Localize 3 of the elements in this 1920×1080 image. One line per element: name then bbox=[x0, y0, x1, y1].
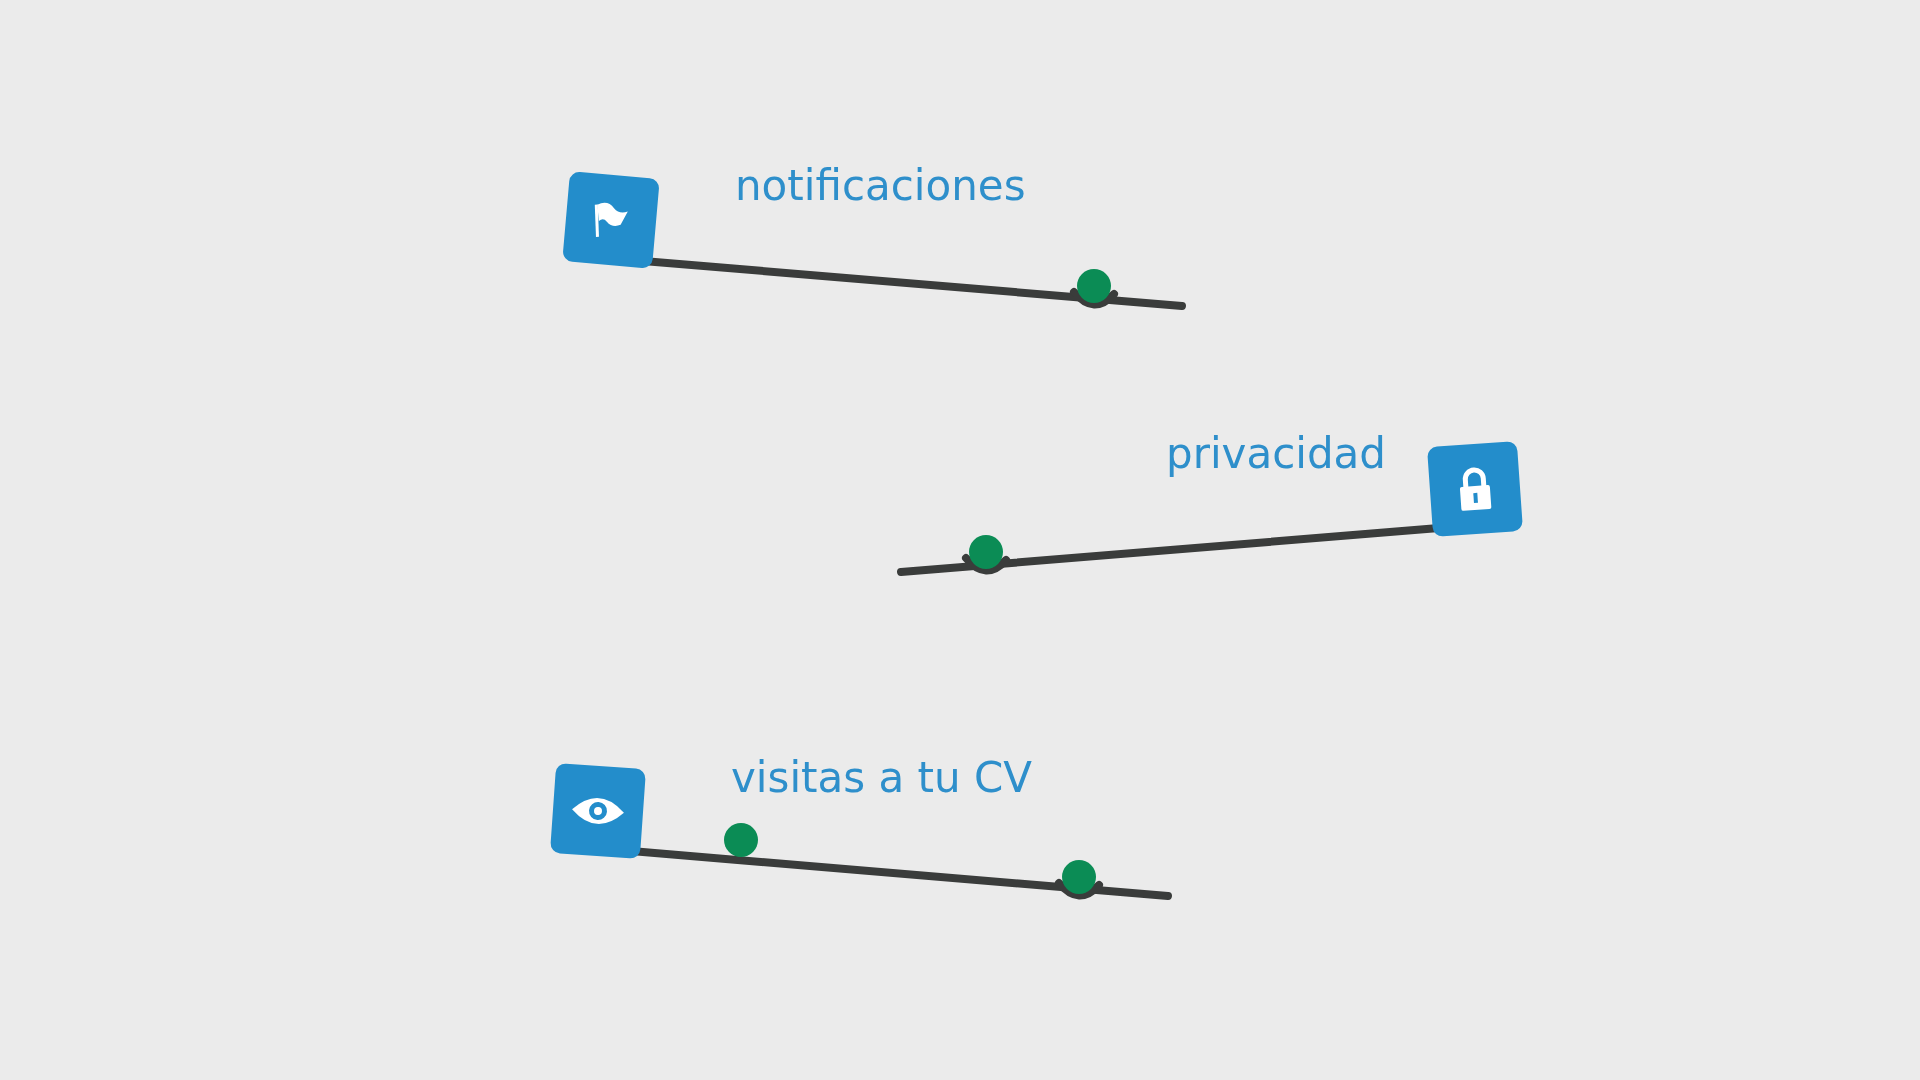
setting-label: visitas a tu CV bbox=[731, 757, 1033, 799]
setting-label: privacidad bbox=[1166, 433, 1386, 475]
setting-label: notificaciones bbox=[735, 165, 1026, 207]
